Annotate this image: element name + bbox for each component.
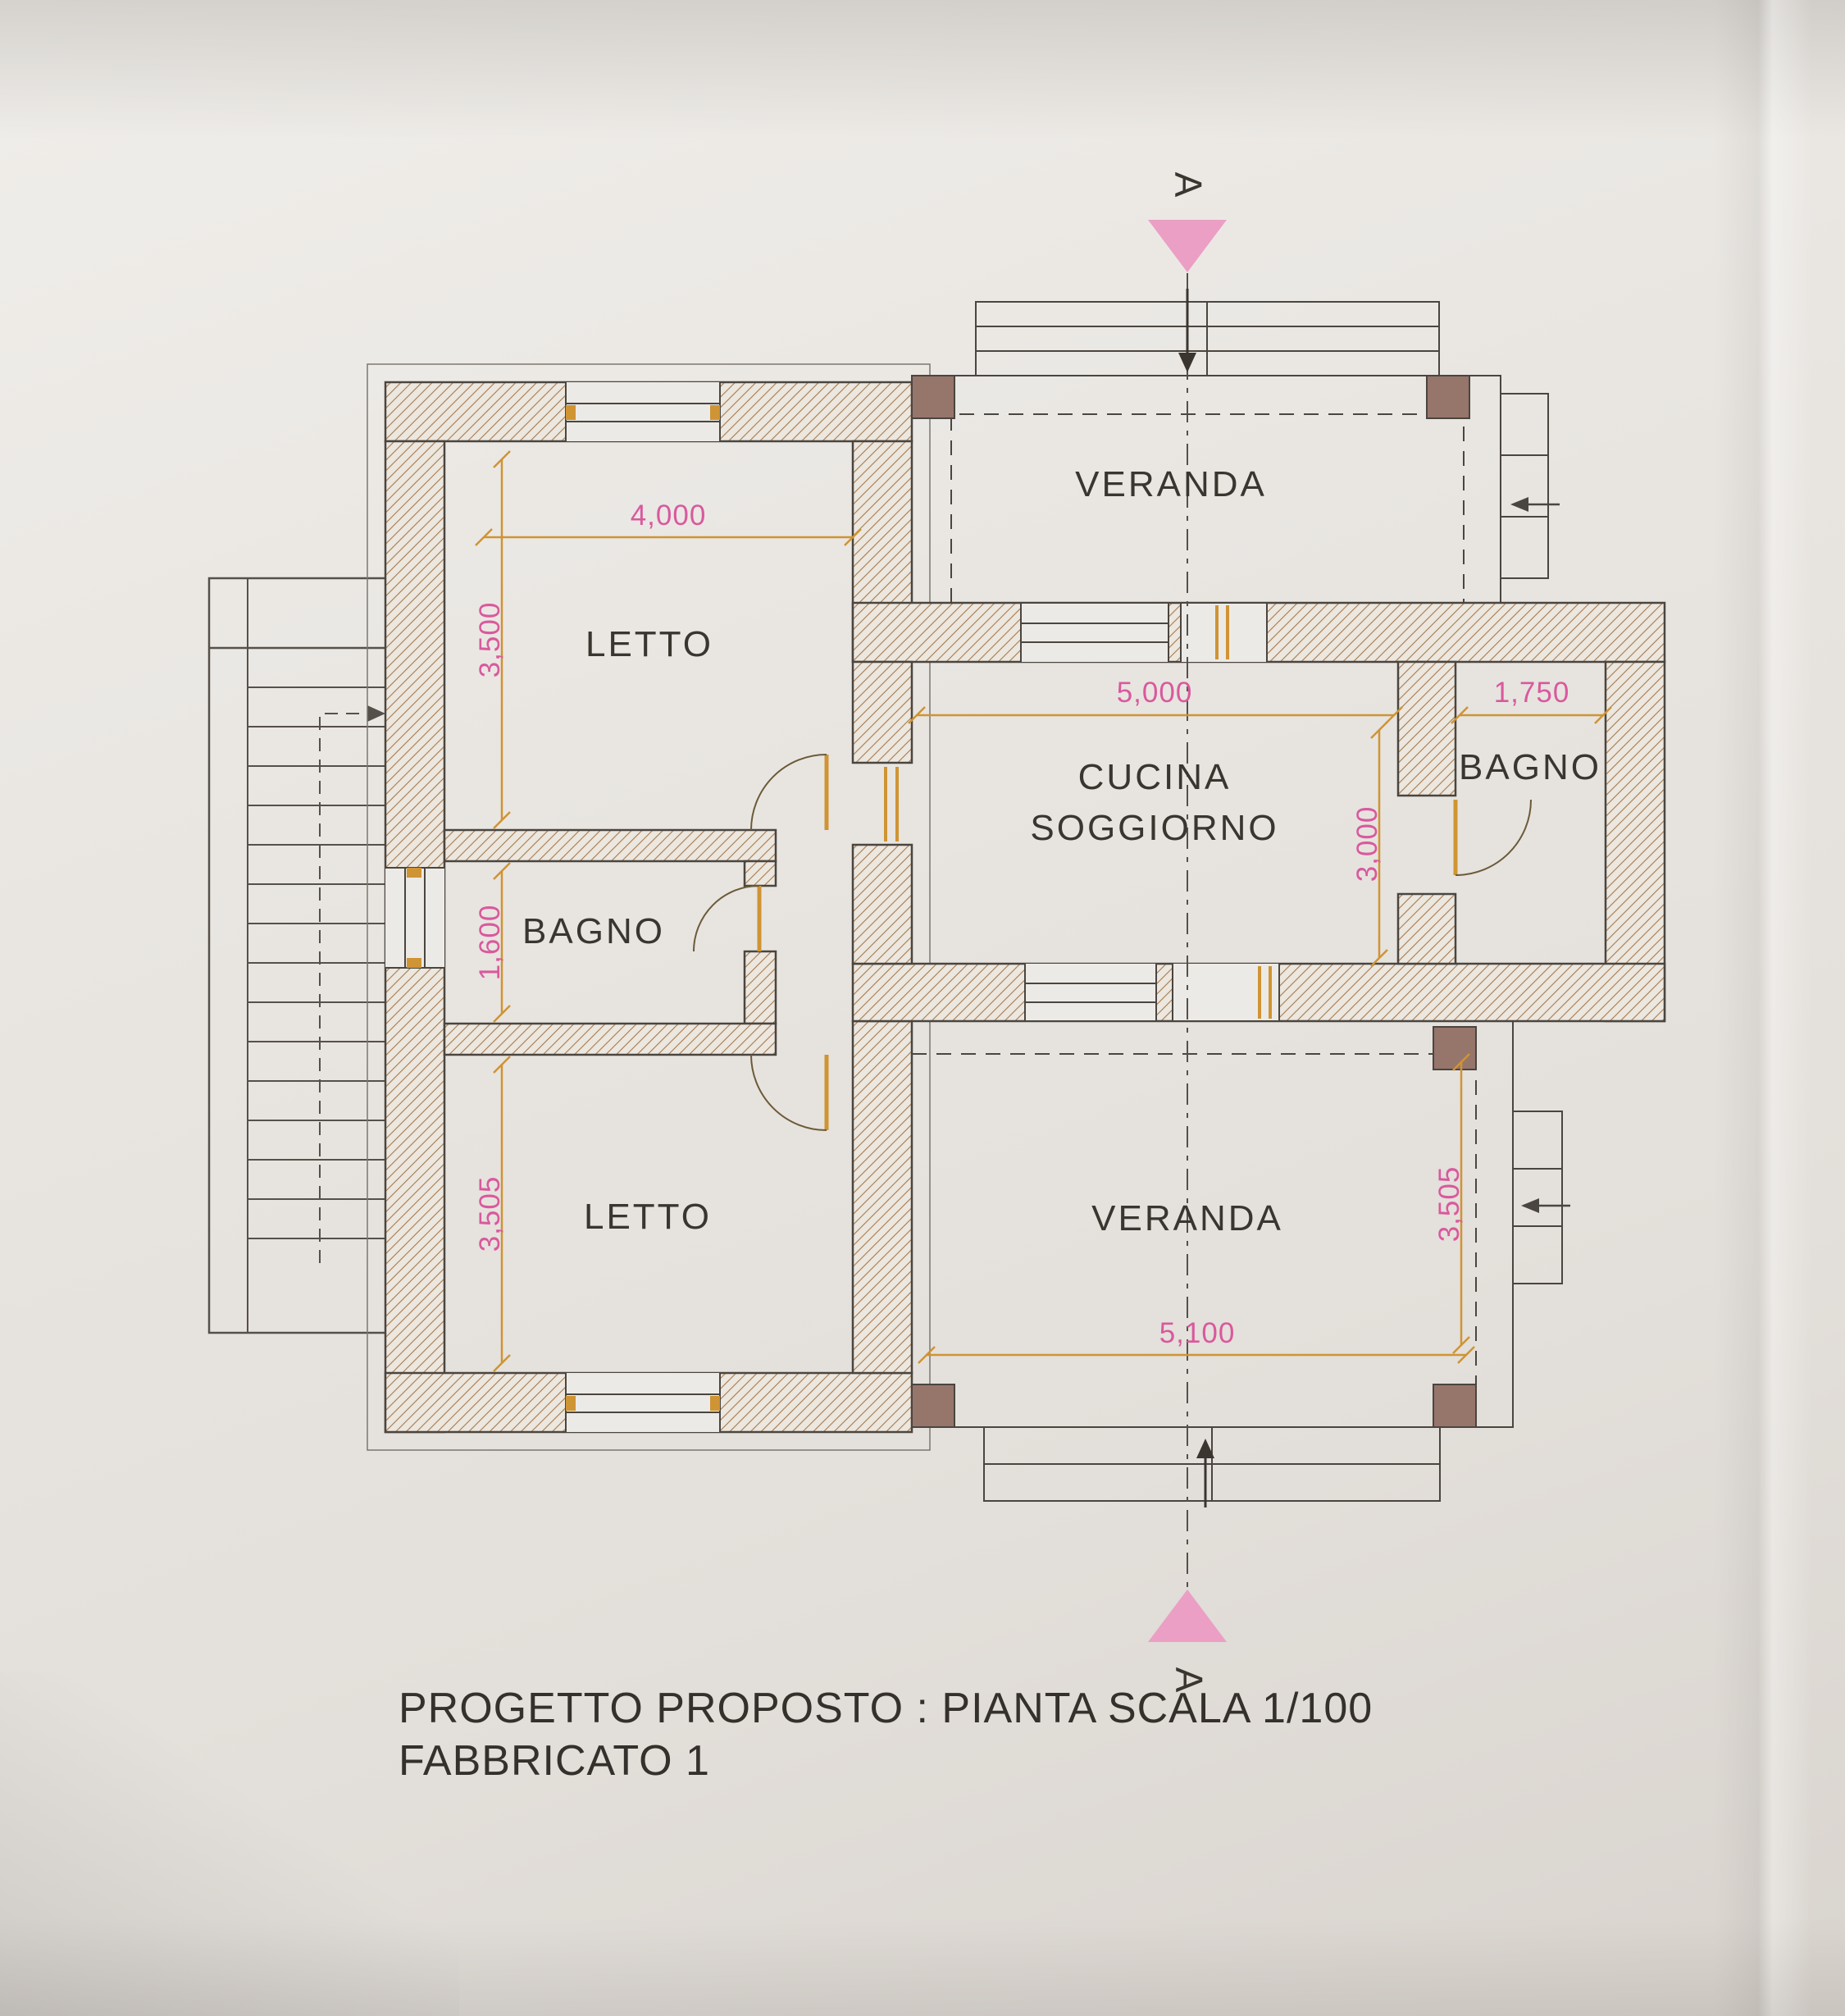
dim-veranda-bottom-height: 3,505 [1433, 1166, 1465, 1243]
dimension-lines [475, 450, 1612, 1372]
dimension [1370, 721, 1388, 967]
exterior-walls [384, 381, 1666, 1434]
window [565, 382, 721, 441]
window [1020, 603, 1169, 662]
dim-letto-top-width: 4,000 [631, 499, 707, 531]
section-label-top: A [1167, 172, 1210, 198]
section-line: A A [1148, 172, 1227, 1693]
veranda-bottom-structure [911, 1020, 1570, 1502]
drawing-title-line1: PROGETTO PROPOSTO : PIANTA SCALA 1/100 [399, 1685, 1373, 1732]
dimension [493, 862, 511, 1023]
dimension [493, 450, 511, 829]
corner-post [1426, 375, 1470, 419]
eaves-outline [367, 363, 931, 1451]
dimension [475, 528, 862, 546]
dim-cucina-height: 3,000 [1351, 806, 1383, 883]
section-marker-top [1148, 220, 1227, 272]
room-label-letto-bottom: LETTO [584, 1197, 712, 1237]
windows [385, 382, 1280, 1432]
dimension [1451, 706, 1612, 724]
room-label-cucina-2: SOGGIORNO [1030, 808, 1278, 848]
dimension [908, 706, 1403, 724]
door-opening [1180, 603, 1268, 662]
room-label-veranda-bottom: VERANDA [1091, 1198, 1283, 1238]
room-label-letto-top: LETTO [585, 624, 713, 664]
window [1024, 964, 1157, 1021]
dim-letto-top-height: 3,500 [474, 602, 506, 678]
door-arc [1453, 799, 1532, 876]
dim-veranda-bottom-width: 5,100 [1159, 1317, 1236, 1349]
stair-direction-arrow [367, 705, 385, 722]
drawing-title-line2: FABBRICATO 1 [399, 1737, 710, 1785]
section-label-bottom: A [1168, 1667, 1210, 1693]
dim-cucina-width: 5,000 [1117, 677, 1193, 709]
window [385, 867, 444, 969]
external-staircase [207, 577, 391, 1334]
window [565, 1373, 721, 1432]
room-label-bagno-left: BAGNO [522, 911, 665, 951]
door-arc [750, 754, 829, 831]
room-label-veranda-top: VERANDA [1075, 464, 1267, 504]
room-label-cucina-1: CUCINA [1078, 757, 1232, 797]
entry-arrow [1510, 497, 1528, 512]
dimension [918, 1346, 1475, 1364]
section-marker-bottom [1148, 1590, 1227, 1642]
door-arc [750, 1054, 829, 1131]
door-frame [884, 767, 899, 842]
room-label-bagno-right: BAGNO [1459, 747, 1601, 787]
corner-post [1433, 1026, 1477, 1070]
corner-post [911, 1384, 955, 1428]
dimension [1452, 1053, 1470, 1354]
veranda-top-structure [911, 301, 1560, 604]
dim-bagno-left-height: 1,600 [474, 905, 506, 981]
dim-letto-bottom-height: 3,505 [474, 1176, 506, 1252]
dim-bagno-right-width: 1,750 [1494, 677, 1570, 709]
entry-arrow [1521, 1198, 1539, 1213]
corner-post [1433, 1384, 1477, 1428]
dimension [493, 1056, 511, 1372]
door-opening [1172, 964, 1280, 1021]
door-arc [693, 885, 762, 952]
doors [693, 754, 1532, 1131]
corner-post [911, 375, 955, 419]
